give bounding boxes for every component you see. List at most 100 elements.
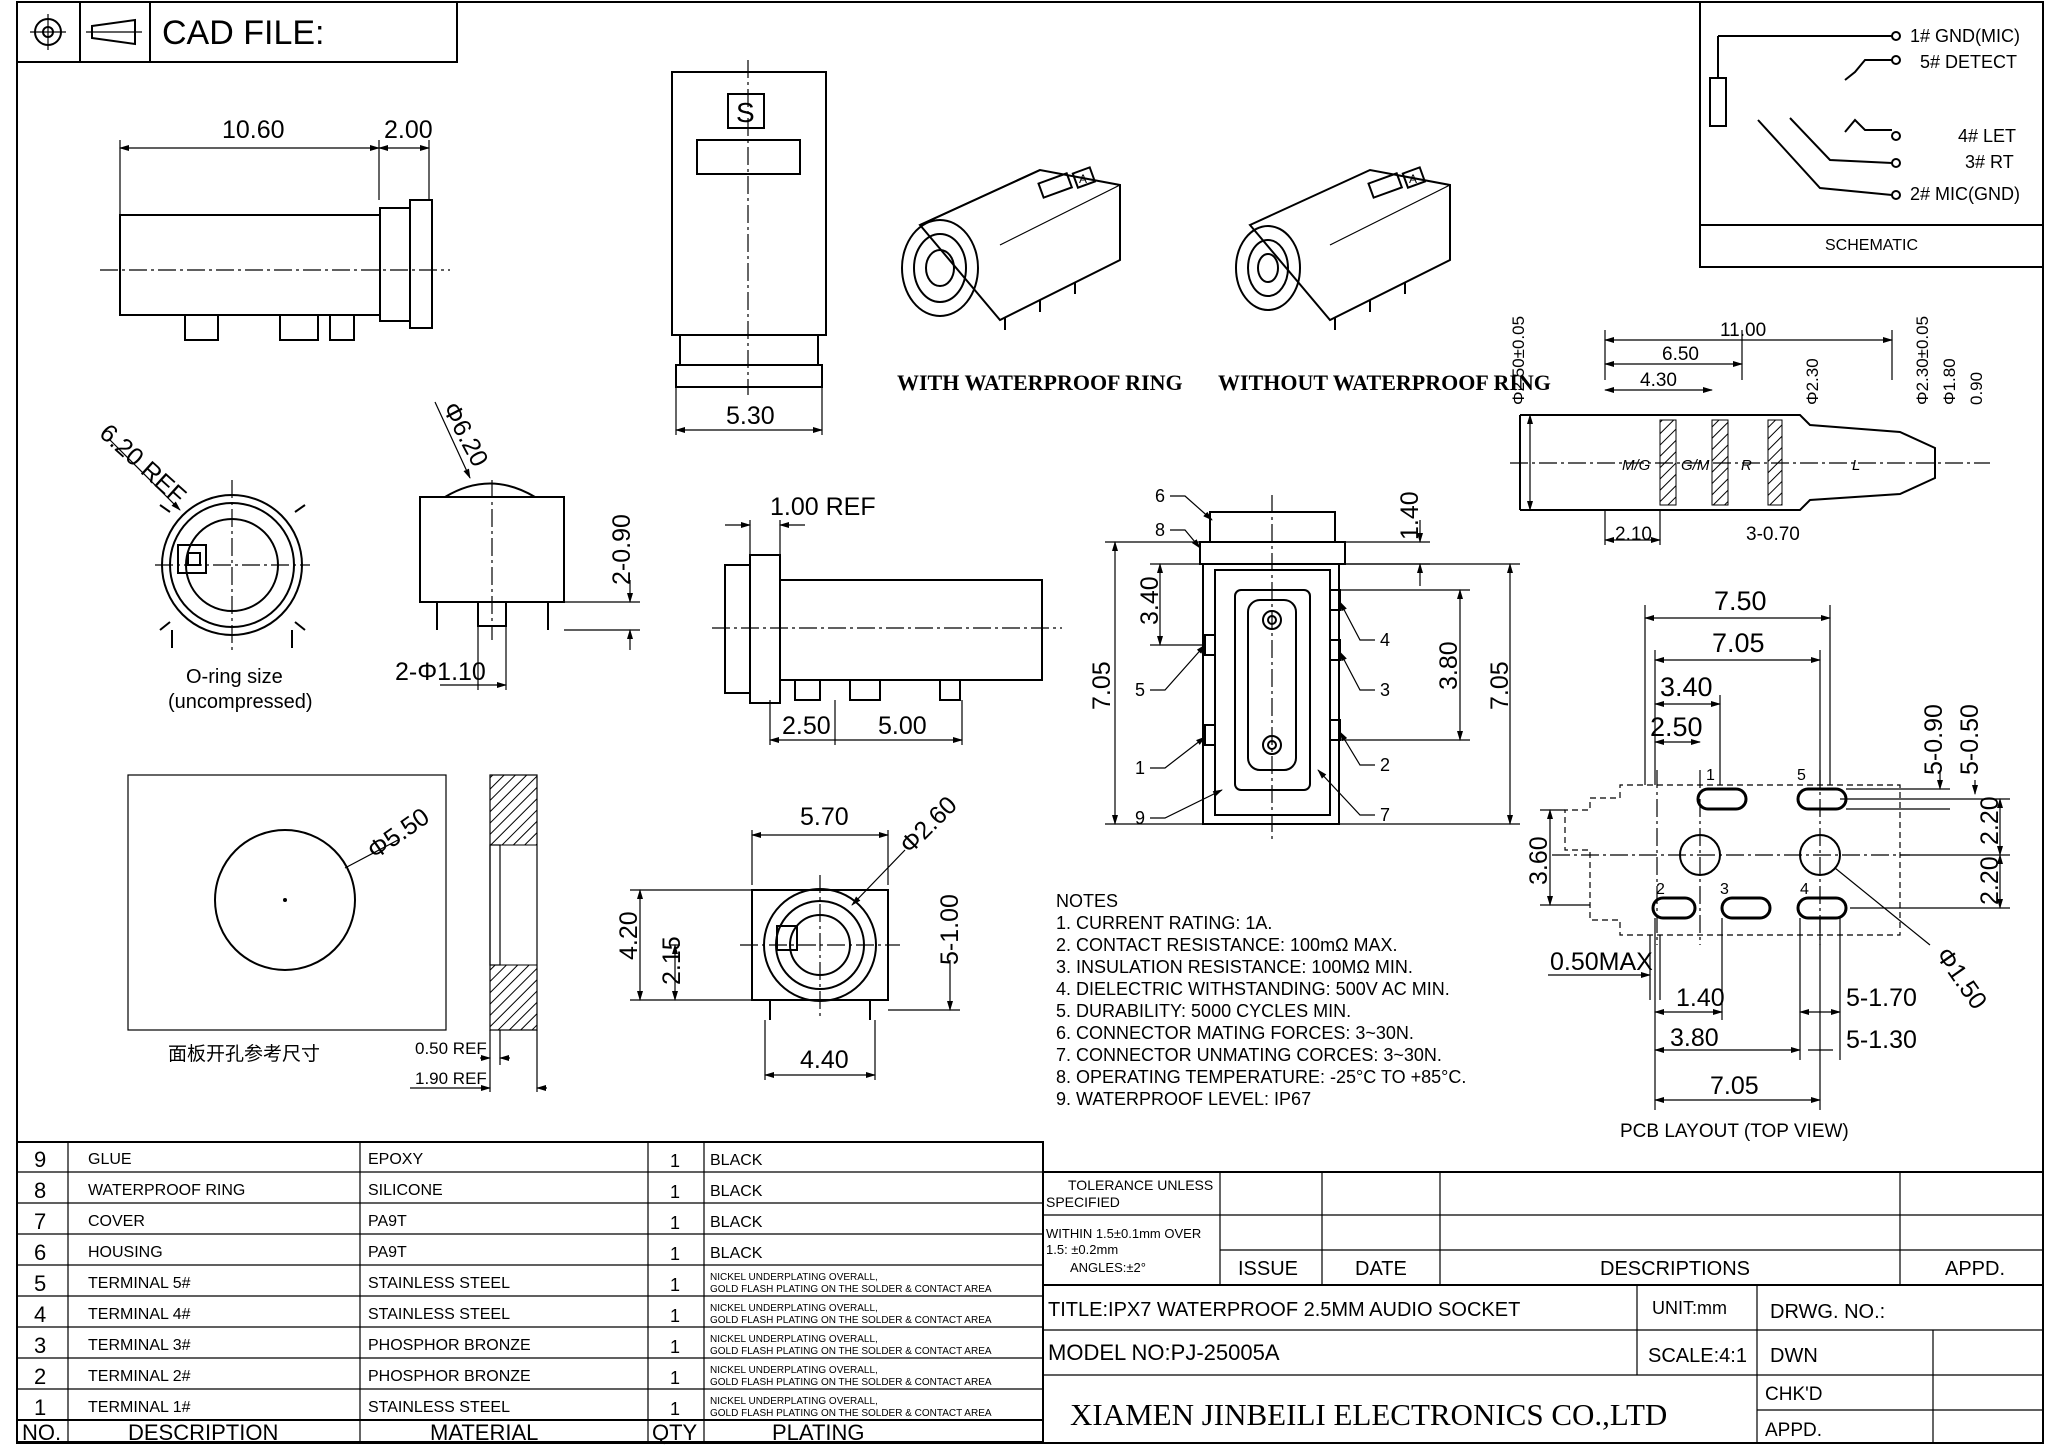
panel-cutout: Φ5.50 面板开孔参考尺寸 0.50 REF 1.90 REF: [127, 774, 547, 1092]
tb-appd2: APPD.: [1765, 1420, 1822, 1441]
pcb-dim-2-50: 2.50: [1650, 712, 1703, 742]
dim-5-00: 5.00: [878, 712, 927, 740]
seg-l: L: [1852, 457, 1860, 474]
tol-1: TOLERANCE UNLESS: [1068, 1177, 1213, 1193]
bom-row-no: 3: [34, 1333, 46, 1358]
bom-header-desc: DESCRIPTION: [128, 1420, 278, 1445]
bom-row-material: PHOSPHOR BRONZE: [368, 1337, 531, 1354]
notes-title: NOTES: [1056, 891, 1118, 911]
tb-title: TITLE:IPX7 WATERPROOF 2.5MM AUDIO SOCKET: [1048, 1299, 1520, 1321]
plug-dim-3-0-70: 3-0.70: [1746, 524, 1800, 545]
bom-header-plat: PLATING: [772, 1420, 865, 1445]
bom-row-plating: BLACK: [710, 1183, 763, 1200]
bom-row-qty: 1: [670, 1399, 680, 1419]
bom-row-no: 2: [34, 1364, 46, 1389]
pcb-dim-7-50: 7.50: [1714, 586, 1767, 616]
tb-model: MODEL NO:PJ-25005A: [1048, 1340, 1280, 1365]
bom-row-qty: 1: [670, 1244, 680, 1264]
schematic-title: SCHEMATIC: [1825, 237, 1918, 254]
side-view-2: Φ6.20 2-0.90 2-Φ1.10: [395, 398, 640, 690]
note-item: 4. DIELECTRIC WITHSTANDING: 500V AC MIN.: [1056, 979, 1450, 999]
pcb-dim-5-1-70: 5-1.70: [1846, 984, 1917, 1012]
callout-1: 1: [1135, 758, 1145, 778]
bom-row-material: STAINLESS STEEL: [368, 1275, 510, 1292]
plug-dim-11: 11.00: [1720, 320, 1766, 341]
cad-file-header: CAD FILE:: [16, 1, 458, 63]
pcb-pin-4: 4: [1800, 881, 1809, 898]
sec-dim-7-05-right: 7.05: [1486, 661, 1514, 710]
oring-caption-2: (uncompressed): [168, 691, 313, 713]
bom-row-desc: TERMINAL 5#: [88, 1275, 191, 1292]
bom-row-qty: 1: [670, 1306, 680, 1326]
pcb-dim-3-60: 3.60: [1525, 836, 1553, 885]
pcb-dim-7-05-top: 7.05: [1712, 628, 1765, 658]
bom-row-material: PA9T: [368, 1213, 407, 1230]
dim-10-60: 10.60: [222, 116, 285, 144]
bom-row-material: STAINLESS STEEL: [368, 1306, 510, 1323]
bom-row-plating: NICKEL UNDERPLATING OVERALL,: [710, 1272, 878, 1283]
dim-4-40: 4.40: [800, 1046, 849, 1074]
sheet-border: [16, 1, 2044, 1444]
projection-symbol-icon: [30, 14, 142, 50]
pcb-layout: 1 5 2 3 4 7.50 7.05 3.40 2.50 5-0.90 5-0…: [1525, 586, 2010, 1142]
bom-row-no: 8: [34, 1178, 46, 1203]
bom-row-plating: NICKEL UNDERPLATING OVERALL,: [710, 1396, 878, 1407]
cad-file-label: CAD FILE:: [162, 14, 324, 52]
callout-5: 5: [1135, 680, 1145, 700]
sec-dim-3-40: 3.40: [1136, 576, 1164, 625]
dim-2-50: 2.50: [782, 712, 831, 740]
tb-chkd: CHK'D: [1765, 1384, 1822, 1405]
sec-dim-1-40: 1.40: [1396, 491, 1424, 540]
callout-7: 7: [1380, 805, 1390, 825]
dim-0-50-ref: 0.50 REF: [415, 1039, 487, 1058]
bom-row-plating: NICKEL UNDERPLATING OVERALL,: [710, 1334, 878, 1345]
pcb-dim-phi-1-50: Φ1.50: [1930, 942, 1992, 1014]
tol-4: 1.5: ±0.2mm: [1046, 1242, 1118, 1257]
bom-row-desc: TERMINAL 1#: [88, 1399, 191, 1416]
pcb-dim-2-20-bottom: 2.20: [1976, 856, 2004, 905]
bom-row-qty: 1: [670, 1368, 680, 1388]
plug-dim-4-30: 4.30: [1640, 370, 1677, 391]
callout-9: 9: [1135, 808, 1145, 828]
bom-row-qty: 1: [670, 1275, 680, 1295]
bom-row-desc: TERMINAL 3#: [88, 1337, 191, 1354]
pcb-dim-5-0-90: 5-0.90: [1920, 704, 1948, 775]
note-item: 2. CONTACT RESISTANCE: 100mΩ MAX.: [1056, 935, 1398, 955]
bom-row-plating: BLACK: [710, 1214, 763, 1231]
schematic-pin-2: 2# MIC(GND): [1910, 184, 2020, 204]
iso-with-ring: A WITH WATERPROOF RING: [897, 166, 1183, 395]
dim-5-70: 5.70: [800, 803, 849, 831]
bom-row-plating-2: GOLD FLASH PLATING ON THE SOLDER & CONTA…: [710, 1346, 992, 1357]
tol-2: SPECIFIED: [1046, 1194, 1120, 1210]
panel-caption: 面板开孔参考尺寸: [168, 1043, 320, 1065]
tb-dwn: DWN: [1770, 1345, 1818, 1367]
dim-1-00-ref: 1.00 REF: [770, 493, 876, 521]
front-view-oring: 6.20 REF O-ring size (uncompressed): [94, 419, 313, 713]
tb-company: XIAMEN JINBEILI ELECTRONICS CO.,LTD: [1070, 1397, 1667, 1432]
schematic: SCHEMATIC 1# GND(MIC) 5# DETECT 4# LET 3…: [1699, 1, 2044, 268]
iso-without-ring: A WITHOUT WATERPROOF RING: [1218, 166, 1551, 395]
title-block: TOLERANCE UNLESS SPECIFIED WITHIN 1.5±0.…: [1042, 1171, 2044, 1444]
pcb-dim-5-0-50: 5-0.50: [1956, 704, 1984, 775]
dim-5-30: 5.30: [726, 402, 775, 430]
plug-drawing: 11.00 6.50 4.30 M/G G/M R L Φ2.50±0.05 Φ…: [1509, 316, 1990, 545]
without-ring-caption: WITHOUT WATERPROOF RING: [1218, 370, 1551, 395]
seg-gm: G/M: [1681, 457, 1710, 474]
bom-row-no: 1: [34, 1395, 46, 1420]
pin-mark-a-2: A: [1409, 172, 1417, 186]
bom-row-material: EPOXY: [368, 1151, 423, 1168]
bom-row-qty: 1: [670, 1182, 680, 1202]
front-view-pins: 5.70 4.20 2.15 5-1.00 Φ2.60 4.40: [615, 791, 964, 1080]
bom-row-desc: WATERPROOF RING: [88, 1182, 245, 1199]
pcb-dim-3-80: 3.80: [1670, 1024, 1719, 1052]
plug-dim-1-80: Φ1.80: [1940, 358, 1959, 405]
dim-5-1-00: 5-1.00: [936, 894, 964, 965]
pcb-pin-1: 1: [1706, 767, 1715, 784]
note-item: 1. CURRENT RATING: 1A.: [1056, 913, 1272, 933]
bom-row-no: 9: [34, 1147, 46, 1172]
tol-3: WITHIN 1.5±0.1mm OVER: [1046, 1226, 1201, 1241]
pcb-dim-0-50max: 0.50MAX: [1550, 948, 1653, 976]
pcb-dim-3-40: 3.40: [1660, 672, 1713, 702]
bom-row-plating: NICKEL UNDERPLATING OVERALL,: [710, 1365, 878, 1376]
bom-row-qty: 1: [670, 1337, 680, 1357]
